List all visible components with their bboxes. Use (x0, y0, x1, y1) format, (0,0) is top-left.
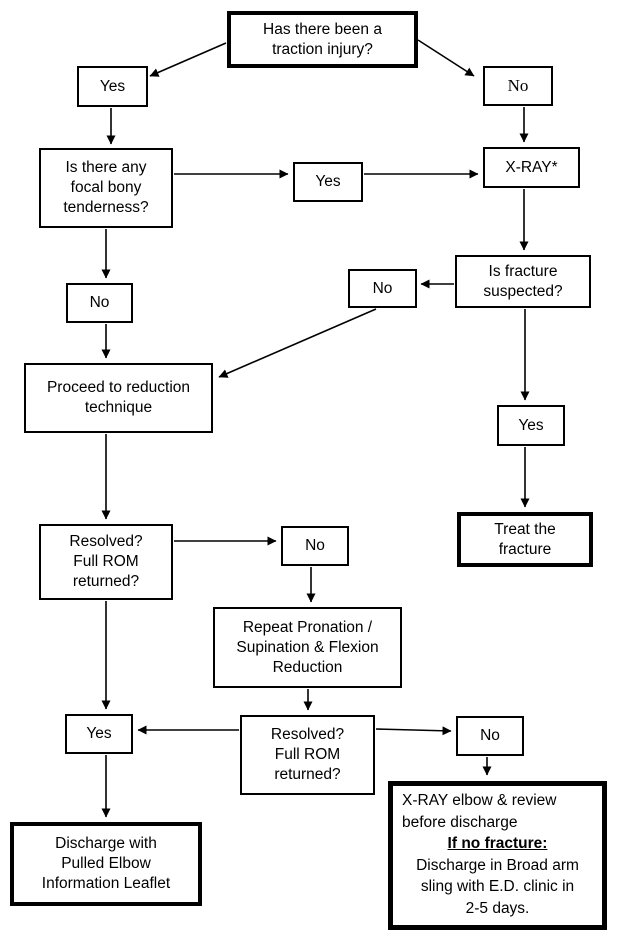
flow-node-treat-fracture-text: fracture (498, 540, 552, 558)
flow-node-no-resolved-1: No (281, 526, 349, 566)
flow-node-no-tenderness: No (66, 283, 133, 323)
flow-node-resolved-1-text: Resolved? (69, 533, 143, 550)
flow-node-resolved-2-text: Full ROM (274, 746, 341, 763)
flow-node-repeat-reduction-text: Supination & Flexion (236, 638, 379, 656)
flow-node-no-fracture-text: No (372, 279, 393, 297)
flow-node-yes-traction: Yes (77, 66, 148, 107)
flow-arrow-start-to-yes-traction (149, 42, 227, 77)
flow-node-yes-traction-text: Yes (99, 77, 126, 95)
flow-node-no-traction: No (483, 66, 553, 106)
flow-node-focal-tenderness-text: focal bony (70, 179, 142, 196)
flow-node-start: Has there been a traction injury? (227, 11, 418, 68)
flow-node-repeat-reduction-text: Repeat Pronation / (242, 618, 373, 636)
flow-node-no-traction-text: No (507, 76, 529, 95)
flow-node-xray-review-text: 2-5 days. (465, 899, 530, 917)
flow-node-xray-review-text: X-RAY elbow & review (402, 792, 557, 809)
flow-node-xray-review: X-RAY elbow & review before discharge If n… (388, 781, 607, 930)
flow-node-xray-review-text: Discharge in Broad arm (416, 856, 579, 874)
flow-arrow-resolved-2-to-no-resolved-2 (375, 726, 452, 736)
flow-node-no-fracture: No (348, 269, 417, 308)
flow-node-start-text: Has there been a (263, 20, 382, 38)
flow-node-resolved-2-text: Resolved? (270, 726, 345, 743)
flow-node-fracture-suspected-text: suspected? (483, 282, 563, 300)
flow-node-start-text: traction injury? (272, 40, 373, 58)
flow-node-fracture-suspected-text: Is fracture (488, 262, 558, 280)
flow-node-yes-resolved-2: Yes (65, 714, 133, 754)
flow-node-yes-resolved-2-text: Yes (86, 725, 112, 742)
flow-node-discharge-leaflet-text: Discharge with (55, 835, 157, 852)
flow-node-discharge-leaflet-text: Information Leaflet (41, 875, 171, 892)
flow-node-xray-review-text: sling with E.D. clinic in (420, 878, 575, 895)
flow-node-treat-fracture-text: Treat the (494, 520, 556, 538)
flow-node-resolved-2: Resolved? Full ROM returned? (240, 715, 375, 795)
flow-node-no-resolved-1-text: No (305, 537, 325, 554)
flow-node-treat-fracture: Treat the fracture (457, 512, 593, 567)
flow-node-repeat-reduction-text: Reduction (272, 658, 343, 676)
flow-node-proceed-reduction-text: technique (84, 399, 153, 416)
flow-node-xray: X-RAY* (483, 147, 580, 188)
flow-node-focal-tenderness-text: tenderness? (63, 199, 149, 216)
flow-node-resolved-1-text: Full ROM (73, 553, 139, 570)
flow-node-resolved-1: Resolved? Full ROM returned? (39, 524, 173, 600)
flow-node-fracture-suspected: Is fracture suspected? (455, 255, 591, 308)
flow-node-focal-tenderness: Is there any focal bony tenderness? (39, 148, 173, 228)
flow-arrow-start-to-no-traction (417, 39, 475, 77)
flow-node-yes-fracture-text: Yes (518, 416, 544, 434)
flow-node-resolved-2-text: returned? (274, 766, 341, 783)
flow-node-no-resolved-2: No (456, 716, 524, 756)
flow-node-proceed-reduction-text: Proceed to reduction (46, 379, 191, 396)
flow-arrow-no-fracture-to-proceed (218, 308, 377, 378)
flow-node-no-resolved-2-text: No (480, 727, 500, 744)
flow-node-yes-tenderness: Yes (293, 162, 363, 202)
flow-node-yes-tenderness-text: Yes (315, 173, 341, 190)
flow-node-resolved-1-text: returned? (72, 573, 140, 590)
flow-node-discharge-leaflet-text: Pulled Elbow (61, 855, 151, 872)
flow-node-yes-fracture: Yes (497, 405, 565, 446)
flow-node-proceed-reduction: Proceed to reduction technique (24, 363, 213, 433)
flow-node-xray-text: X-RAY* (505, 158, 558, 176)
flow-node-no-tenderness-text: No (89, 294, 110, 311)
flow-node-xray-review-text: before discharge (402, 813, 518, 831)
flow-node-xray-review-text: If no fracture: (447, 835, 548, 852)
flow-node-focal-tenderness-text: Is there any (65, 159, 147, 176)
